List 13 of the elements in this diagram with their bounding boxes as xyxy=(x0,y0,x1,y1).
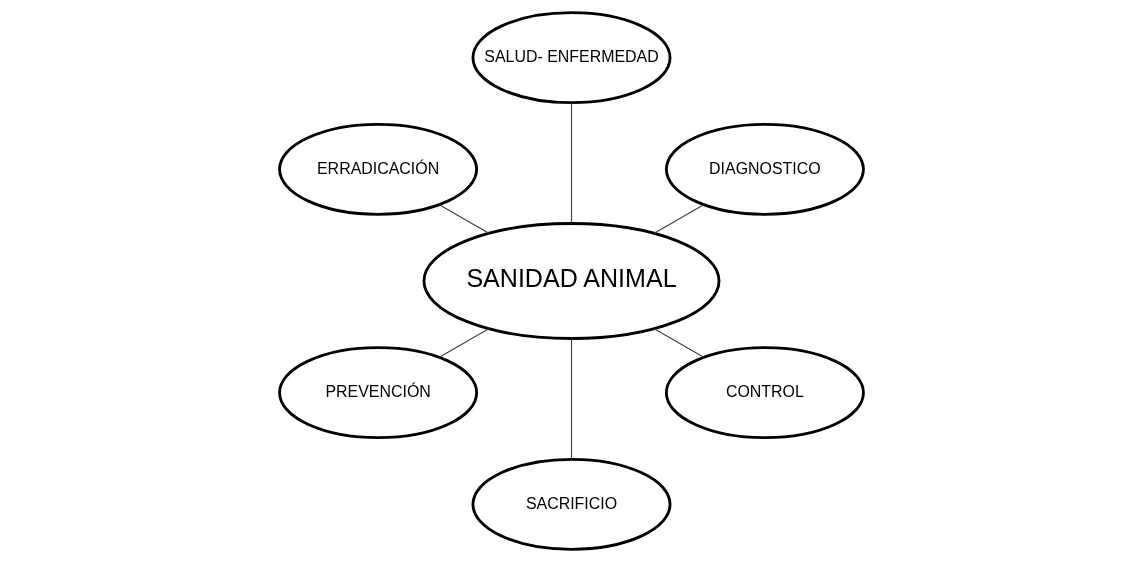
connector xyxy=(570,338,573,460)
connector xyxy=(438,204,490,234)
node-ellipse: ERRADICACIÓN xyxy=(278,122,479,216)
connector xyxy=(438,328,490,358)
connector xyxy=(653,328,705,358)
node-ellipse: PREVENCIÓN xyxy=(278,346,479,440)
connector xyxy=(570,102,573,224)
node-ellipse: DIAGNOSTICO xyxy=(664,122,865,216)
node-ellipse: CONTROL xyxy=(664,346,865,440)
connector xyxy=(653,204,705,234)
node-ellipse: SACRIFICIO xyxy=(471,457,672,551)
node-ellipse: SANIDAD ANIMAL xyxy=(422,222,721,340)
node-ellipse: SALUD- ENFERMEDAD xyxy=(471,11,672,105)
